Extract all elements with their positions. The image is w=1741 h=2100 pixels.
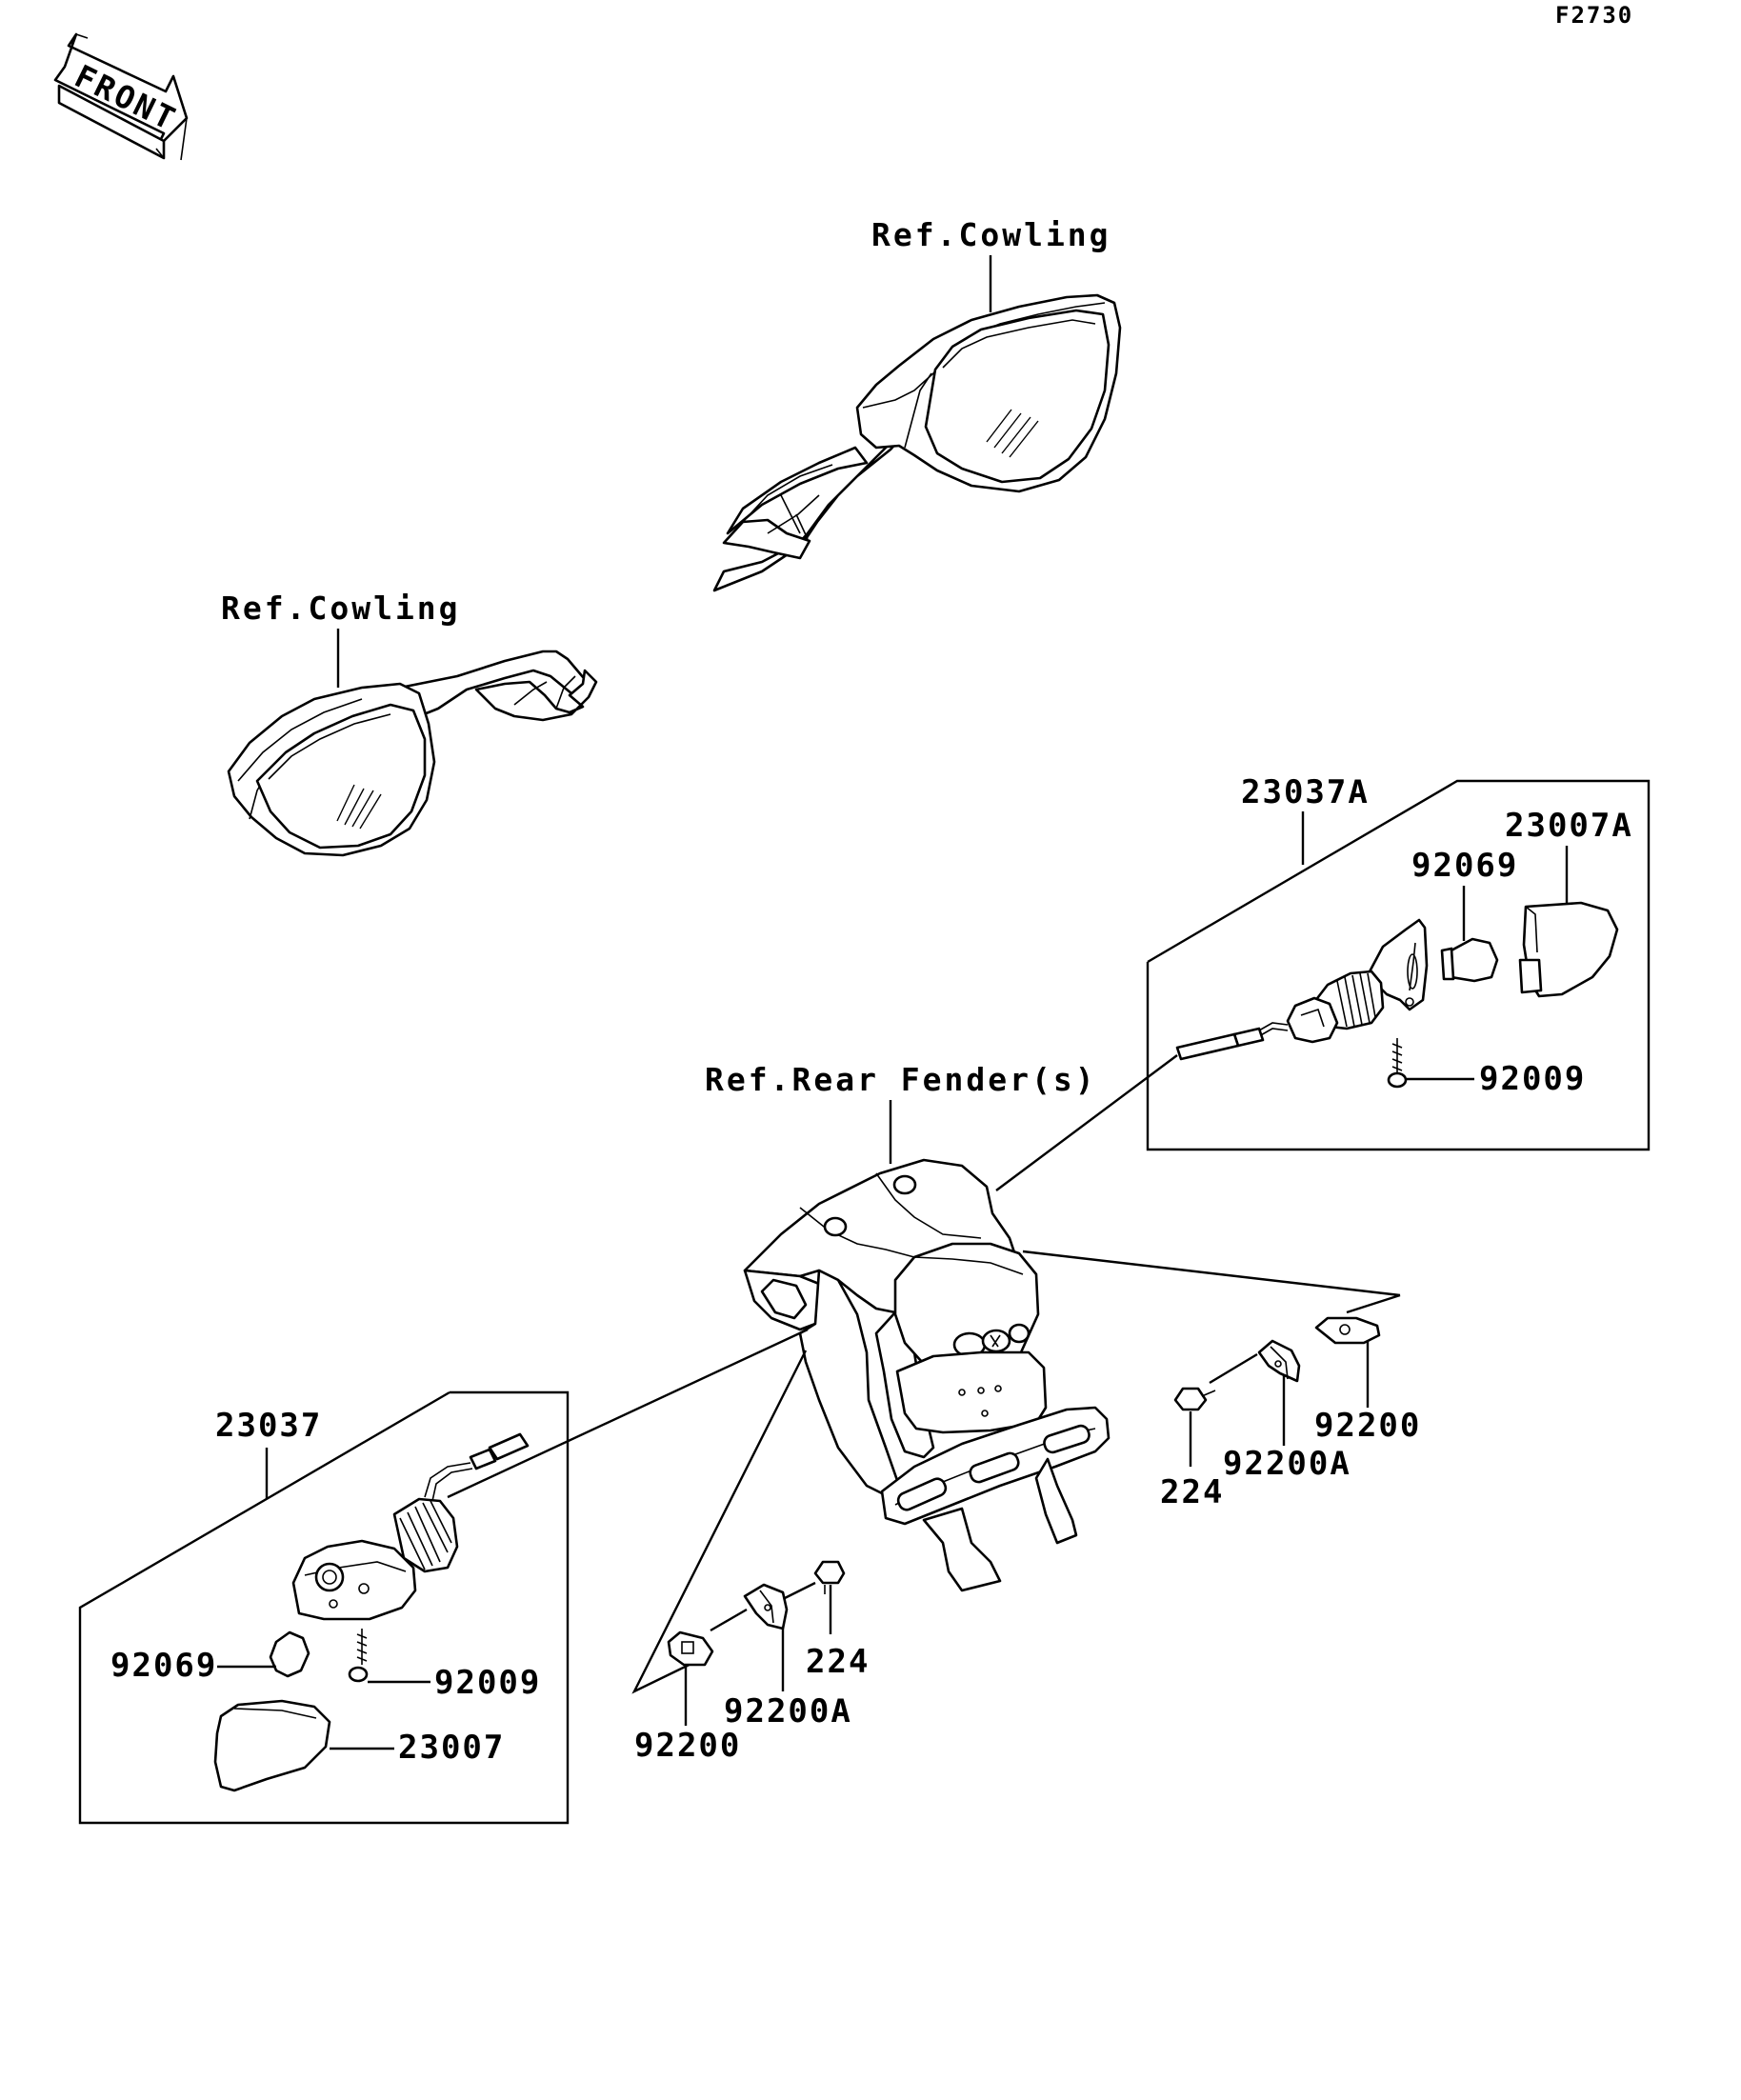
- part-23007A: 23007A: [1505, 807, 1633, 845]
- leader-fender-to-plate-left: [631, 1350, 808, 1694]
- ref-cowling-right-label: Ref.Cowling: [871, 216, 1111, 253]
- part-92009-right: 92009: [1479, 1060, 1586, 1098]
- leader-fender-to-signal-left: [447, 1328, 809, 1499]
- plate-92200A-left: [743, 1583, 789, 1630]
- plate-92200-right: [1314, 1316, 1381, 1345]
- figure-code: F2730: [1555, 2, 1633, 29]
- ref-cowling-left-label: Ref.Cowling: [221, 590, 461, 627]
- part-92200-right: 92200: [1314, 1407, 1421, 1445]
- leader-bracket-to-plate-left: [710, 1608, 748, 1632]
- front-arrow-icon: [53, 32, 189, 161]
- box-turn-signal-right: [1146, 779, 1651, 1151]
- leader-fender-to-plate-right: [1022, 1250, 1401, 1297]
- part-23037A: 23037A: [1241, 773, 1370, 811]
- leader-bolt-to-bracket-right: [1209, 1352, 1258, 1385]
- part-92200A-right: 92200A: [1223, 1445, 1351, 1483]
- leader-bolt-to-bracket-left: [780, 1581, 816, 1602]
- part-92200-left: 92200: [634, 1727, 741, 1765]
- leader-signal-right-to-fender: [995, 1054, 1178, 1191]
- bolt-224-right: [1173, 1387, 1216, 1411]
- part-23007: 23007: [398, 1729, 505, 1767]
- part-224-right: 224: [1160, 1473, 1224, 1511]
- turn-signal-right: [1175, 901, 1619, 1089]
- rear-fender: [743, 1158, 1111, 1592]
- part-92069-right: 92069: [1411, 847, 1518, 885]
- bolt-224-left: [813, 1560, 846, 1594]
- turn-signal-left: [213, 1432, 530, 1792]
- ref-rear-fender-label: Ref.Rear Fender(s): [705, 1061, 1097, 1098]
- part-224-left: 224: [806, 1643, 870, 1681]
- part-23037: 23037: [215, 1407, 322, 1445]
- part-92069-left: 92069: [110, 1647, 217, 1685]
- part-92009-left: 92009: [434, 1664, 541, 1702]
- leader-right-bracket-a: [1346, 1293, 1401, 1314]
- plate-92200A-right: [1257, 1339, 1301, 1383]
- part-92200A-left: 92200A: [724, 1692, 852, 1730]
- mirror-left: [227, 650, 598, 857]
- mirror-right: [712, 293, 1122, 592]
- plate-92200-left: [667, 1630, 714, 1667]
- box-turn-signal-left: [78, 1390, 570, 1825]
